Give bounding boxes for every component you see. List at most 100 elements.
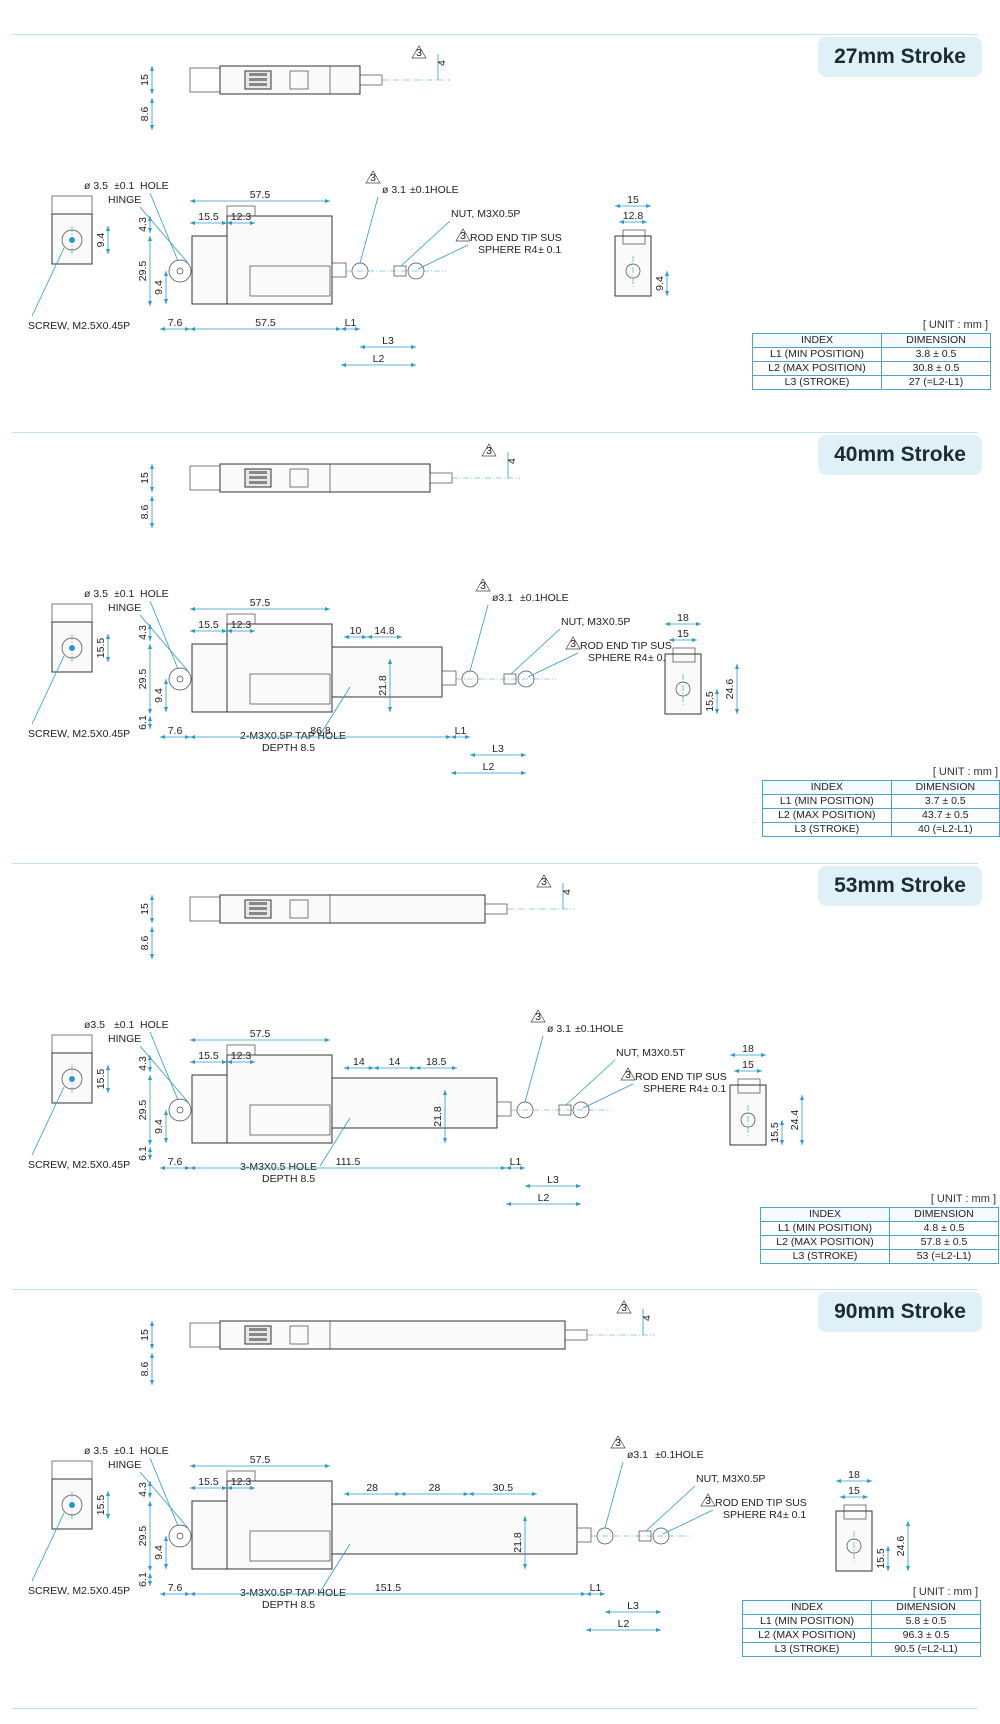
hole-left-label: ø 3.5 — [84, 180, 108, 192]
table-cell: L2 (MAX POSITION) — [752, 361, 882, 376]
revision-triangle-icon: 3 — [411, 45, 427, 59]
dim-side-inner: 15 — [848, 1485, 860, 1497]
table-row: L1 (MIN POSITION)3.8 ± 0.5 — [752, 347, 991, 362]
dim-tap-spacing: 14 — [389, 1056, 401, 1068]
revision-triangle-icon: 3 — [565, 636, 581, 650]
rod-end-label: ROD END TIP SUS — [580, 640, 672, 652]
dim-l1: L1 — [345, 317, 357, 329]
table-header: INDEX — [752, 333, 882, 348]
revision-triangle-icon: 3 — [481, 443, 497, 457]
table-header: INDEX — [760, 1207, 890, 1222]
dim-9-4: 9.4 — [153, 688, 165, 703]
dim-29-5: 29.5 — [137, 1526, 149, 1547]
dim-front-height: 15.5 — [95, 638, 107, 659]
dim-front-height: 9.4 — [95, 233, 107, 248]
rod-end-tol: ± 0.1 — [783, 1509, 806, 1521]
dim-top-8-6: 8.6 — [139, 1362, 151, 1377]
tap-depth-label: DEPTH 8.5 — [262, 742, 315, 754]
table-cell: 27 (=L2-L1) — [881, 375, 991, 390]
dim-12-3: 12.3 — [231, 619, 252, 631]
revision-triangle-icon: 3 — [475, 578, 491, 592]
dim-top-15: 15 — [139, 903, 151, 915]
triangle-number: 3 — [370, 172, 376, 184]
rod-end-tol: ± 0.1 — [703, 1083, 726, 1095]
table-row: L1 (MIN POSITION)3.7 ± 0.5 — [762, 794, 1000, 809]
table-header: INDEX — [762, 780, 892, 795]
dim-7-6: 7.6 — [168, 317, 183, 329]
dim-12-3: 12.3 — [231, 1050, 252, 1062]
stroke-title: 40mm Stroke — [818, 435, 982, 475]
triangle-number: 3 — [570, 638, 576, 650]
dim-tap-spacing: 28 — [366, 1482, 378, 1494]
tap-hole-label: 3-M3X0.5 HOLE — [240, 1161, 317, 1173]
screw-label: SCREW, M2.5X0.45P — [28, 728, 130, 740]
dim-21-8: 21.8 — [377, 675, 389, 696]
table-cell: L3 (STROKE) — [742, 1642, 872, 1657]
table-header: INDEX — [742, 1600, 872, 1615]
revision-triangle-icon: 3 — [700, 1493, 716, 1507]
table-header: DIMENSION — [881, 333, 991, 348]
table-cell: 96.3 ± 0.5 — [871, 1628, 981, 1643]
hole-right-word: HOLE — [595, 1023, 624, 1035]
hole-right-word: HOLE — [675, 1449, 704, 1461]
screw-label: SCREW, M2.5X0.45P — [28, 1159, 130, 1171]
hinge-label: HINGE — [108, 1459, 141, 1471]
dim-15-5: 15.5 — [198, 619, 219, 631]
dim-l3: L3 — [547, 1174, 559, 1186]
hole-right-label: ø 3.1 — [547, 1023, 571, 1035]
dim-57-5-top: 57.5 — [250, 597, 271, 609]
dim-top-8-6: 8.6 — [139, 107, 151, 122]
unit-label: [ UNIT : mm ] — [930, 1193, 996, 1205]
table-cell: L3 (STROKE) — [760, 1249, 890, 1264]
table-cell: L3 (STROKE) — [752, 375, 882, 390]
dim-6-1: 6.1 — [137, 715, 149, 730]
stroke-title: 53mm Stroke — [818, 866, 982, 906]
screw-label: SCREW, M2.5X0.45P — [28, 1585, 130, 1597]
table-row: L1 (MIN POSITION)4.8 ± 0.5 — [760, 1221, 999, 1236]
dim-4-3: 4.3 — [137, 1056, 149, 1071]
rod-end-label: ROD END TIP SUS — [635, 1071, 727, 1083]
revision-triangle-icon: 3 — [620, 1067, 636, 1081]
hinge-label: HINGE — [108, 194, 141, 206]
dim-side-inner: 15 — [677, 628, 689, 640]
dim-9-4: 9.4 — [153, 280, 165, 295]
dim-57-5-top: 57.5 — [250, 1454, 271, 1466]
table-row: L2 (MAX POSITION)57.8 ± 0.5 — [760, 1235, 999, 1250]
dim-l3: L3 — [492, 743, 504, 755]
dim-21-8: 21.8 — [512, 1532, 524, 1553]
dim-7-6: 7.6 — [168, 1582, 183, 1594]
unit-label: [ UNIT : mm ] — [912, 1586, 978, 1598]
table-cell: L1 (MIN POSITION) — [760, 1221, 890, 1236]
section-divider — [12, 1708, 978, 1709]
dim-l2: L2 — [618, 1618, 630, 1630]
dim-tap-spacing: 18.5 — [426, 1056, 447, 1068]
dim-29-5: 29.5 — [137, 669, 149, 690]
table-cell: L2 (MAX POSITION) — [760, 1235, 890, 1250]
nut-label: NUT, M3X0.5P — [451, 208, 520, 220]
table-cell: 30.8 ± 0.5 — [881, 361, 991, 376]
dim-6-1: 6.1 — [137, 1572, 149, 1587]
table-header: DIMENSION — [890, 780, 1000, 795]
table-cell: L3 (STROKE) — [762, 822, 892, 837]
hole-left-label: ø3.5 — [84, 1019, 105, 1031]
table-cell: 3.8 ± 0.5 — [881, 347, 991, 362]
rod-end-tol: ± 0.1 — [538, 244, 561, 256]
dim-front-height: 15.5 — [95, 1495, 107, 1516]
dim-l1: L1 — [510, 1156, 522, 1168]
stroke-title: 27mm Stroke — [818, 37, 982, 77]
rod-end-sphere-label: SPHERE R4 — [723, 1509, 783, 1521]
hole-left-label: ø 3.5 — [84, 1445, 108, 1457]
dim-top-15: 15 — [139, 1329, 151, 1341]
table-row: L3 (STROKE)27 (=L2-L1) — [752, 375, 991, 390]
rod-end-label: ROD END TIP SUS — [470, 232, 562, 244]
dim-top-15: 15 — [139, 74, 151, 86]
dim-tap-spacing: 30.5 — [493, 1482, 514, 1494]
dim-body-length: 151.5 — [375, 1582, 401, 1594]
